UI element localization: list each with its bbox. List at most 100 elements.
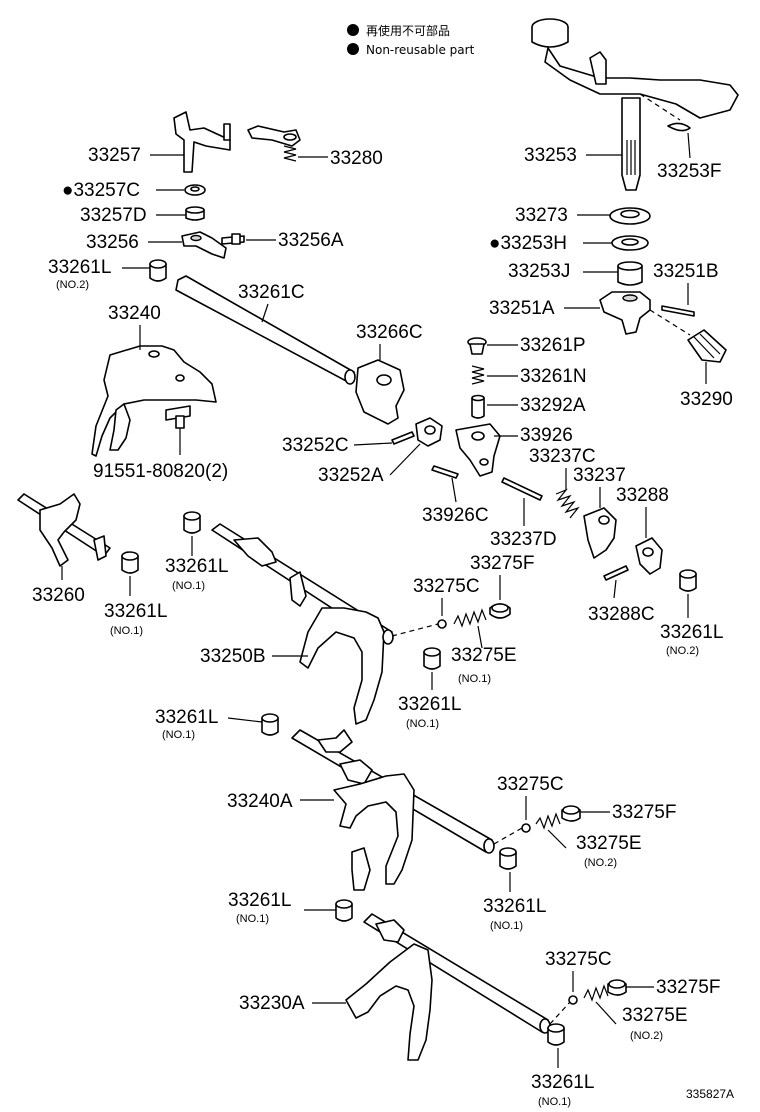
label-33253: 33253 [524, 145, 577, 166]
part-33240A [291, 729, 495, 891]
label-33240: 33240 [108, 303, 161, 324]
part-33260 [17, 493, 111, 567]
sublabel-33261L-d: (NO.1) [406, 718, 439, 730]
label-33257: 33257 [88, 145, 141, 166]
part-33261C [175, 275, 356, 385]
part-33256 [181, 231, 227, 259]
part-33926C [431, 465, 459, 479]
label-33261L-a: 33261L [104, 601, 167, 622]
part-33266C [355, 359, 405, 425]
label-33288: 33288 [616, 485, 669, 506]
label-33252C: 33252C [282, 435, 349, 456]
label-33237: 33237 [573, 465, 626, 486]
label-33261L-c: 33261L [660, 622, 723, 643]
label-33290: 33290 [680, 389, 733, 410]
part-33292A [471, 394, 485, 419]
sublabel-33261L-h: (NO.1) [538, 1096, 571, 1108]
label-33257D: 33257D [80, 205, 147, 226]
part-33240 [91, 345, 217, 457]
label-33275E-b: 33275E [576, 833, 642, 854]
part-33275F-c [607, 979, 627, 996]
part-33261N [471, 365, 485, 385]
label-33926C: 33926C [422, 505, 489, 526]
sublabel-33261L-g: (NO.1) [236, 913, 269, 925]
part-33253J [617, 261, 643, 286]
part-33250B [211, 523, 394, 725]
label-33261L-b: 33261L [165, 556, 228, 577]
sublabel-33261L-b: (NO.1) [172, 580, 205, 592]
label-33275C-c: 33275C [545, 949, 612, 970]
part-33261L-b [183, 511, 201, 534]
label-33266C: 33266C [356, 322, 423, 343]
part-33275E-b [535, 812, 561, 830]
sublabel-33261L-e: (NO.1) [162, 729, 195, 741]
label-33261L-d: 33261L [398, 694, 461, 715]
label-33261L-f: 33261L [483, 896, 546, 917]
label-33237D: 33237D [490, 529, 557, 550]
label-33237C: 33237C [529, 446, 596, 467]
label-33261N: 33261N [520, 366, 587, 387]
label-33275E-a: 33275E [451, 645, 517, 666]
part-33288 [635, 537, 663, 575]
part-33253F [667, 122, 691, 132]
sublabel-33275E-b: (NO.2) [584, 857, 617, 869]
part-33261L-g [335, 899, 353, 922]
part-33230A [345, 913, 551, 1061]
part-33261P [467, 337, 487, 355]
label-33230A: 33230A [239, 993, 305, 1014]
part-33261L-f [499, 847, 517, 870]
label-33926: 33926 [520, 425, 573, 446]
part-33275C-c [568, 995, 578, 1005]
part-33261L-h [547, 1023, 565, 1046]
part-33251B [661, 305, 695, 317]
legend-en: Non-reusable part [366, 43, 475, 57]
label-33261C: 33261C [238, 282, 305, 303]
part-33275F-b [561, 805, 581, 822]
label-33260: 33260 [32, 585, 85, 606]
label-33261L-g: 33261L [228, 890, 291, 911]
label-33253F: 33253F [657, 161, 721, 182]
part-33237 [583, 507, 617, 559]
label-33275F-a: 33275F [470, 553, 534, 574]
label-33275C-a: 33275C [413, 576, 480, 597]
part-33257C [184, 184, 206, 196]
legend-jp: 再使用不可部品 [366, 23, 450, 38]
label-33280: 33280 [330, 148, 383, 169]
sublabel-33275E-a: (NO.1) [458, 673, 491, 685]
reference-number: 335827A [686, 1087, 734, 1101]
sublabel-33275E-c: (NO.2) [630, 1030, 663, 1042]
part-91551 [165, 405, 191, 429]
label-33261L-h: 33261L [531, 1072, 594, 1093]
label-33250B: 33250B [200, 646, 266, 667]
part-33275E-c [583, 984, 609, 1002]
part-33275E-a [453, 608, 487, 628]
part-33273 [609, 207, 651, 225]
label-33261L-top: 33261L [48, 257, 111, 278]
label-33273: 33273 [515, 205, 568, 226]
part-33261L-d [423, 647, 441, 670]
label-91551: 91551-80820(2) [93, 461, 228, 482]
label-33256A: 33256A [278, 230, 344, 251]
label-33251A: 33251A [489, 298, 555, 319]
label-33275C-b: 33275C [497, 774, 564, 795]
part-33275C-a [437, 619, 447, 629]
label-33292A: 33292A [520, 395, 586, 416]
sublabel-33261L-f: (NO.1) [490, 920, 523, 932]
label-33253J: 33253J [508, 261, 570, 282]
label-33251B: 33251B [653, 261, 719, 282]
label-33257C: ●33257C [62, 180, 140, 201]
part-33237D [501, 477, 543, 501]
part-33257D [185, 206, 205, 221]
label-33253H: ●33253H [489, 233, 567, 254]
part-33275C-b [521, 823, 531, 833]
part-33261L-e [261, 713, 279, 736]
sublabel-33261L-a: (NO.1) [110, 625, 143, 637]
label-33261P: 33261P [520, 335, 586, 356]
part-33261L-c [679, 569, 697, 592]
part-33253H [611, 235, 649, 251]
part-33252C [391, 431, 415, 445]
part-33237C [555, 488, 580, 519]
part-33252A [415, 417, 443, 447]
part-33256A [221, 233, 245, 245]
